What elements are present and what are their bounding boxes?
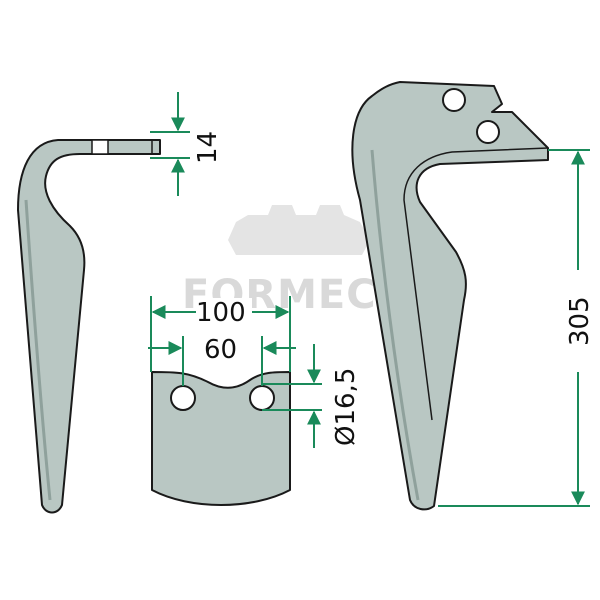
watermark-gear-logo xyxy=(228,205,370,255)
blade-front-view xyxy=(351,81,549,511)
width-label: 100 xyxy=(196,298,246,328)
mounting-hole-left xyxy=(170,385,196,411)
thickness-dimension xyxy=(150,92,190,196)
blade-hole-upper xyxy=(442,88,466,112)
mounting-plate xyxy=(151,371,291,506)
hole-diameter-label: Ø16,5 xyxy=(331,368,361,446)
length-label: 305 xyxy=(565,296,595,346)
length-dimension xyxy=(438,149,590,507)
blade-side-view xyxy=(17,139,161,514)
hole-diameter-dimension xyxy=(262,344,322,448)
hole-spacing-label: 60 xyxy=(204,335,237,365)
blade-hole-lower xyxy=(476,120,500,144)
thickness-label: 14 xyxy=(193,131,223,164)
hole-spacing-dimension xyxy=(148,336,296,386)
mounting-hole-right xyxy=(249,385,275,411)
